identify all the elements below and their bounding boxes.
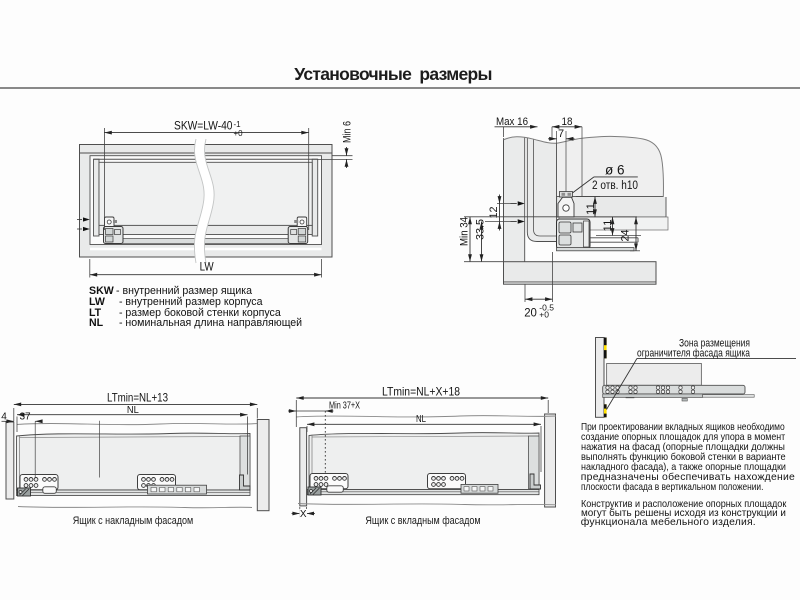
svg-text:11: 11 [585, 203, 597, 215]
svg-text:Зона размещения: Зона размещения [679, 337, 750, 349]
svg-text:NL: NL [416, 413, 426, 425]
svg-text:2 отв. h10: 2 отв. h10 [592, 180, 638, 192]
svg-text:24: 24 [620, 230, 632, 242]
svg-text:20: 20 [524, 307, 537, 319]
svg-text:X: X [300, 509, 307, 520]
svg-text:18: 18 [562, 116, 573, 128]
svg-text:-1: -1 [234, 120, 242, 129]
svg-text:-0.5: -0.5 [539, 303, 554, 313]
svg-text:SKW=LW-40: SKW=LW-40 [174, 121, 233, 133]
svg-text:7: 7 [558, 128, 564, 140]
svg-text:12: 12 [488, 207, 500, 219]
svg-text:LTmin=NL+X+18: LTmin=NL+X+18 [382, 384, 460, 398]
svg-text:ø 6: ø 6 [605, 163, 625, 178]
svg-text:Max 16: Max 16 [496, 116, 528, 128]
svg-text:11: 11 [602, 220, 614, 232]
svg-text:Min 6: Min 6 [342, 121, 354, 143]
svg-text:NL: NL [127, 404, 139, 416]
svg-text:33.5: 33.5 [475, 219, 487, 240]
svg-text:Min 37+X: Min 37+X [329, 401, 360, 412]
svg-text:+0: +0 [234, 129, 244, 138]
svg-text:+0: +0 [539, 310, 549, 320]
svg-text:4: 4 [1, 412, 7, 423]
svg-text:Min 34: Min 34 [459, 217, 471, 246]
svg-text:ограничителя фасада ящика: ограничителя фасада ящика [637, 347, 751, 359]
svg-text:LTmin=NL+13: LTmin=NL+13 [107, 390, 168, 404]
svg-text:37: 37 [19, 412, 31, 423]
svg-text:LW: LW [200, 262, 214, 274]
